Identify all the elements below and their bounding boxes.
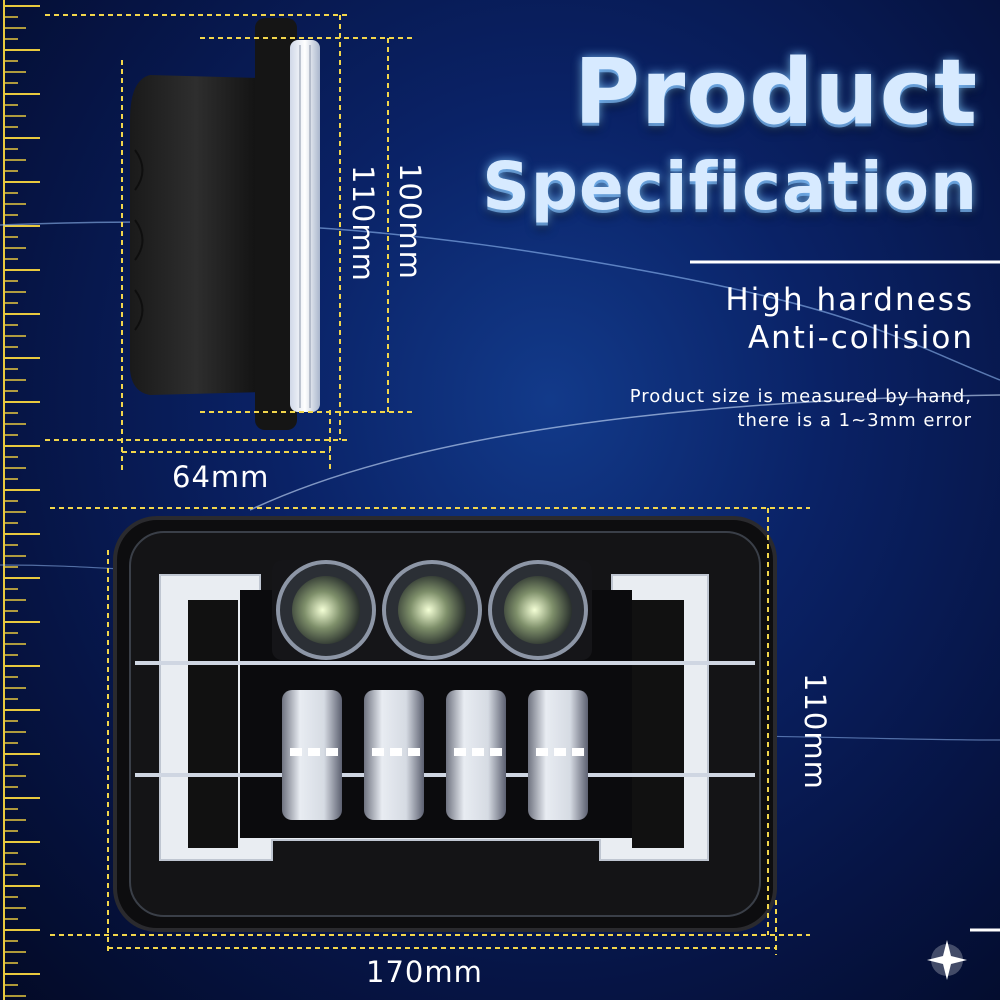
- feature-anti-collision: Anti-collision: [747, 320, 974, 356]
- side-depth-label: 64mm: [172, 460, 270, 494]
- side-height-inner-label: 100mm: [393, 163, 427, 280]
- front-height-label: 110mm: [798, 673, 832, 790]
- front-width-label: 170mm: [366, 955, 483, 989]
- led-blocks: [282, 690, 588, 820]
- feature-high-hardness: High hardness: [725, 282, 974, 318]
- side-height-outer-label: 110mm: [346, 165, 380, 282]
- title-specification: Specification: [482, 148, 978, 225]
- projector-lenses: [276, 560, 588, 660]
- measurement-note-line1: Product size is measured by hand,: [629, 386, 972, 407]
- measurement-note-line2: there is a 1~3mm error: [737, 410, 972, 431]
- title-product: Product: [573, 40, 978, 145]
- ruler-ticks: [4, 5, 40, 997]
